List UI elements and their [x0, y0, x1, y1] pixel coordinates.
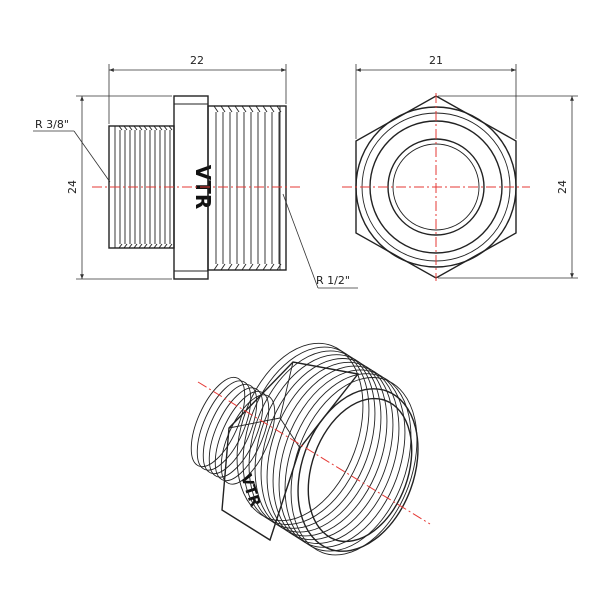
- thread-ridge: [153, 243, 158, 249]
- iso-bore-outer: [297, 388, 419, 552]
- iso-small-thread: [190, 376, 276, 485]
- large-thread-section: [207, 105, 287, 271]
- thread-ridge: [213, 263, 219, 271]
- dimension-height-front: 24: [438, 95, 578, 279]
- thread-ridge: [143, 243, 148, 249]
- thread-ridge: [118, 243, 123, 249]
- thread-ridge: [262, 105, 268, 113]
- large-thread-label: R 1/2": [316, 274, 350, 287]
- thread-ridge: [118, 125, 123, 131]
- thread-ridge: [128, 125, 133, 131]
- dimension-height-side-label: 24: [66, 180, 79, 194]
- thread-ring: [208, 387, 264, 478]
- iso-hex-body: VTR: [221, 361, 360, 542]
- thread-ring: [278, 369, 406, 548]
- thread-ring: [254, 354, 382, 533]
- thread-ridge: [168, 125, 173, 131]
- thread-ridge: [220, 105, 226, 113]
- thread-ridge: [163, 243, 168, 249]
- thread-ridge: [158, 243, 163, 249]
- thread-ridge: [153, 125, 158, 131]
- dimension-height-front-label: 24: [556, 180, 569, 194]
- thread-ridge: [248, 263, 254, 271]
- thread-ridge: [255, 105, 261, 113]
- thread-ridge: [213, 105, 219, 113]
- thread-ridge: [148, 243, 153, 249]
- thread-ridge: [241, 263, 247, 271]
- thread-ring: [242, 346, 370, 525]
- thread-ridge: [123, 243, 128, 249]
- thread-ring: [220, 394, 276, 485]
- thread-ridge: [248, 105, 254, 113]
- small-thread-label: R 3/8": [35, 118, 69, 131]
- thread-ridge: [234, 105, 240, 113]
- thread-ring: [190, 376, 246, 468]
- callout-large-thread: R 1/2": [282, 193, 358, 289]
- thread-ridge: [143, 125, 148, 131]
- thread-ridge: [158, 125, 163, 131]
- thread-ridge: [227, 263, 233, 271]
- thread-ridge: [241, 105, 247, 113]
- thread-ring: [214, 390, 270, 482]
- thread-ridge: [138, 125, 143, 131]
- thread-ridge: [128, 243, 133, 249]
- thread-ridge: [269, 105, 275, 113]
- dimension-height-side: 24: [66, 95, 172, 280]
- dimension-across-flats-label: 21: [429, 54, 443, 67]
- thread-ridge: [163, 125, 168, 131]
- isometric-view: VTR: [190, 342, 431, 556]
- thread-ridge: [276, 105, 282, 113]
- dimension-across-flats: 21: [355, 54, 517, 139]
- thread-ring: [196, 380, 252, 471]
- thread-ridge: [148, 125, 153, 131]
- thread-ridge: [133, 125, 138, 131]
- thread-ridge: [262, 263, 268, 271]
- thread-ridge: [234, 263, 240, 271]
- dimension-length-label: 22: [190, 54, 204, 67]
- thread-ridge: [220, 263, 226, 271]
- thread-ring: [290, 377, 418, 556]
- iso-centerline: [197, 381, 431, 525]
- thread-ring: [284, 373, 412, 552]
- thread-ridge: [255, 263, 261, 271]
- iso-bore-inner: [307, 397, 413, 543]
- thread-ring: [202, 383, 258, 475]
- thread-ridge: [133, 243, 138, 249]
- iso-brand-label: VTR: [237, 472, 265, 510]
- front-view: 21 24: [342, 54, 578, 281]
- thread-ridge: [227, 105, 233, 113]
- iso-large-thread: [236, 342, 418, 556]
- dimension-length: 22: [108, 54, 287, 124]
- thread-ridge: [168, 243, 173, 249]
- thread-ridge: [123, 125, 128, 131]
- thread-ring: [236, 342, 364, 522]
- thread-ridge: [269, 263, 275, 271]
- thread-ridge: [138, 243, 143, 249]
- callout-small-thread: R 3/8": [33, 118, 111, 183]
- thread-ridge: [276, 263, 282, 271]
- side-view: VTR 22 24 R 3/8": [33, 54, 358, 289]
